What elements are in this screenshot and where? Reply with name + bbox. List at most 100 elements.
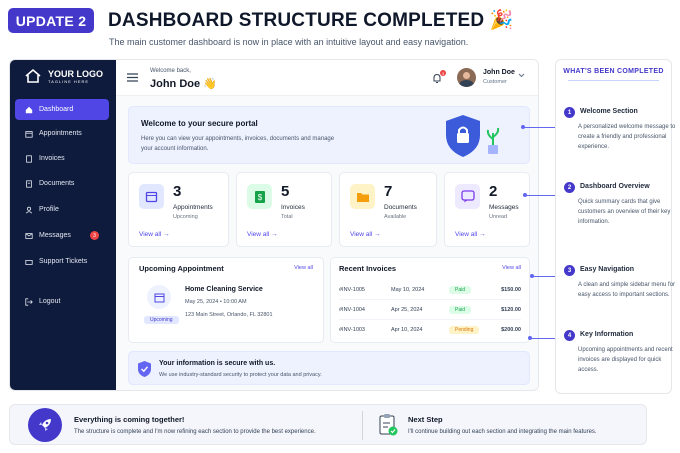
step-number: 1 [564, 107, 575, 118]
footer-banner: Everything is coming together! The struc… [9, 404, 647, 445]
divider [568, 80, 659, 81]
shield-icon [138, 361, 151, 377]
bell-icon[interactable] [432, 73, 442, 84]
sidebar-item-messages[interactable]: Messages 3 [15, 225, 109, 246]
status-badge: Upcoming [144, 316, 179, 324]
home-icon [25, 106, 33, 113]
plant-icon [486, 127, 500, 154]
logo: YOUR LOGO TAGLINE HERE [24, 68, 103, 84]
stat-sub: Available [384, 214, 407, 220]
avatar[interactable] [457, 68, 476, 87]
stat-card-documents[interactable]: 7 Documents Available View all → [339, 172, 437, 247]
appointment-service: Home Cleaning Service [185, 286, 263, 293]
footer-right-text: I'll continue building out each section … [408, 429, 597, 435]
user-icon [25, 206, 33, 213]
connector-dot [521, 125, 525, 129]
chevron-down-icon[interactable] [518, 73, 525, 78]
stat-number: 5 [281, 183, 290, 200]
calendar-icon [147, 285, 171, 309]
stat-label: Invoices [281, 204, 305, 211]
notification-count: 3 [440, 70, 446, 76]
sidebar-item-profile[interactable]: Profile [15, 199, 109, 220]
status-badge: Paid [449, 285, 472, 294]
security-banner: Your information is secure with us. We u… [128, 351, 530, 385]
invoice-date: Apr 25, 2024 [391, 306, 423, 313]
home-logo-icon [25, 68, 41, 83]
sidebar-item-documents[interactable]: Documents [15, 173, 109, 194]
table-row[interactable]: #INV-1003 Apr 10, 2024 Pending $200.00 [339, 320, 521, 340]
view-all-link[interactable]: View all → [247, 231, 278, 238]
dashboard-mockup: YOUR LOGO TAGLINE HERE Dashboard Appoint… [9, 59, 539, 391]
stat-sub: Total [281, 214, 293, 220]
appointment-datetime: May 25, 2024 • 10:00 AM [185, 299, 247, 305]
ticket-icon [25, 259, 33, 265]
stat-number: 3 [173, 183, 182, 200]
sidebar-item-label: Appointments [39, 130, 82, 137]
sidebar: YOUR LOGO TAGLINE HERE Dashboard Appoint… [10, 60, 116, 390]
calendar-icon [139, 184, 164, 209]
table-row[interactable]: #INV-1005 May 10, 2024 Paid $150.00 [339, 280, 521, 300]
main-area: Welcome back, John Doe 👋 3 John Doe Cust… [116, 60, 538, 390]
stat-sub: Unread [489, 214, 508, 220]
appointment-address: 123 Main Street, Orlando, FL 32801 [185, 312, 273, 318]
welcome-card: Welcome to your secure portal Here you c… [128, 106, 530, 164]
sidebar-item-label: Profile [39, 206, 59, 213]
sidebar-item-label: Documents [39, 180, 75, 187]
completed-item-desc: A personalized welcome message to create… [578, 124, 676, 150]
stat-sub: Upcoming [173, 214, 198, 220]
view-all-link[interactable]: View all → [350, 231, 381, 238]
footer-left-title: Everything is coming together! [74, 415, 185, 424]
welcome-text: Here you can view your appointments, inv… [141, 136, 335, 152]
stat-card-invoices[interactable]: $ 5 Invoices Total View all → [236, 172, 332, 247]
sidebar-item-dashboard[interactable]: Dashboard [15, 99, 109, 120]
sidebar-item-support-tickets[interactable]: Support Tickets [15, 251, 109, 272]
completed-item-title: Welcome Section [580, 108, 638, 115]
table-row[interactable]: #INV-1004 Apr 25, 2024 Paid $120.00 [339, 300, 521, 320]
stat-number: 2 [489, 183, 498, 200]
sidebar-item-label: Dashboard [39, 106, 74, 113]
invoice-id: #INV-1004 [339, 306, 365, 313]
connector-line [523, 127, 557, 128]
step-number: 2 [564, 182, 575, 193]
stat-number: 7 [384, 183, 393, 200]
invoice-amount: $120.00 [501, 306, 521, 313]
completed-item-desc: A clean and simple sidebar menu for easy… [578, 282, 676, 298]
sidebar-item-label: Support Tickets [39, 258, 88, 265]
checklist-icon [379, 414, 398, 436]
stat-card-appointments[interactable]: 3 Appointments Upcoming View all → [128, 172, 229, 247]
connector-dot [530, 274, 534, 278]
sidebar-item-logout[interactable]: Logout [15, 291, 109, 312]
view-all-link[interactable]: View all → [139, 231, 170, 238]
invoice-id: #INV-1005 [339, 286, 365, 293]
status-badge: Paid [449, 305, 472, 314]
document-icon [26, 179, 32, 188]
view-all-link[interactable]: View all [502, 265, 521, 271]
chat-icon [455, 184, 480, 209]
completed-item-desc: Upcoming appointments and recent invoice… [578, 347, 673, 373]
view-all-link[interactable]: View all → [455, 231, 486, 238]
sidebar-item-invoices[interactable]: Invoices [15, 148, 109, 169]
completed-item-title: Dashboard Overview [580, 183, 650, 190]
stat-card-messages[interactable]: 2 Messages Unread View all → [444, 172, 530, 247]
connector-line [532, 276, 557, 277]
invoice-id: #INV-1003 [339, 327, 365, 333]
invoice-date: Apr 10, 2024 [391, 327, 423, 333]
connector-dot [528, 336, 532, 340]
file-icon [26, 154, 32, 163]
security-text: We use industry-standard security to pro… [159, 372, 322, 378]
step-number: 3 [564, 265, 575, 276]
user-role: Customer [483, 79, 507, 85]
page-title: DASHBOARD STRUCTURE COMPLETED 🎉 [108, 10, 514, 31]
menu-icon[interactable] [127, 73, 138, 82]
view-all-link[interactable]: View all [294, 265, 313, 271]
completed-heading: WHAT'S BEEN COMPLETED [563, 68, 664, 75]
shield-lock-icon [446, 115, 480, 157]
completed-panel: WHAT'S BEEN COMPLETED 1 Welcome Section … [555, 59, 675, 394]
messages-count-badge: 3 [90, 231, 99, 240]
logout-icon [25, 297, 33, 306]
invoice-amount: $200.00 [501, 327, 521, 333]
connector-line [530, 338, 557, 339]
invoice-icon: $ [247, 184, 272, 209]
sidebar-item-appointments[interactable]: Appointments [15, 123, 109, 144]
logo-title: YOUR LOGO [48, 68, 104, 79]
